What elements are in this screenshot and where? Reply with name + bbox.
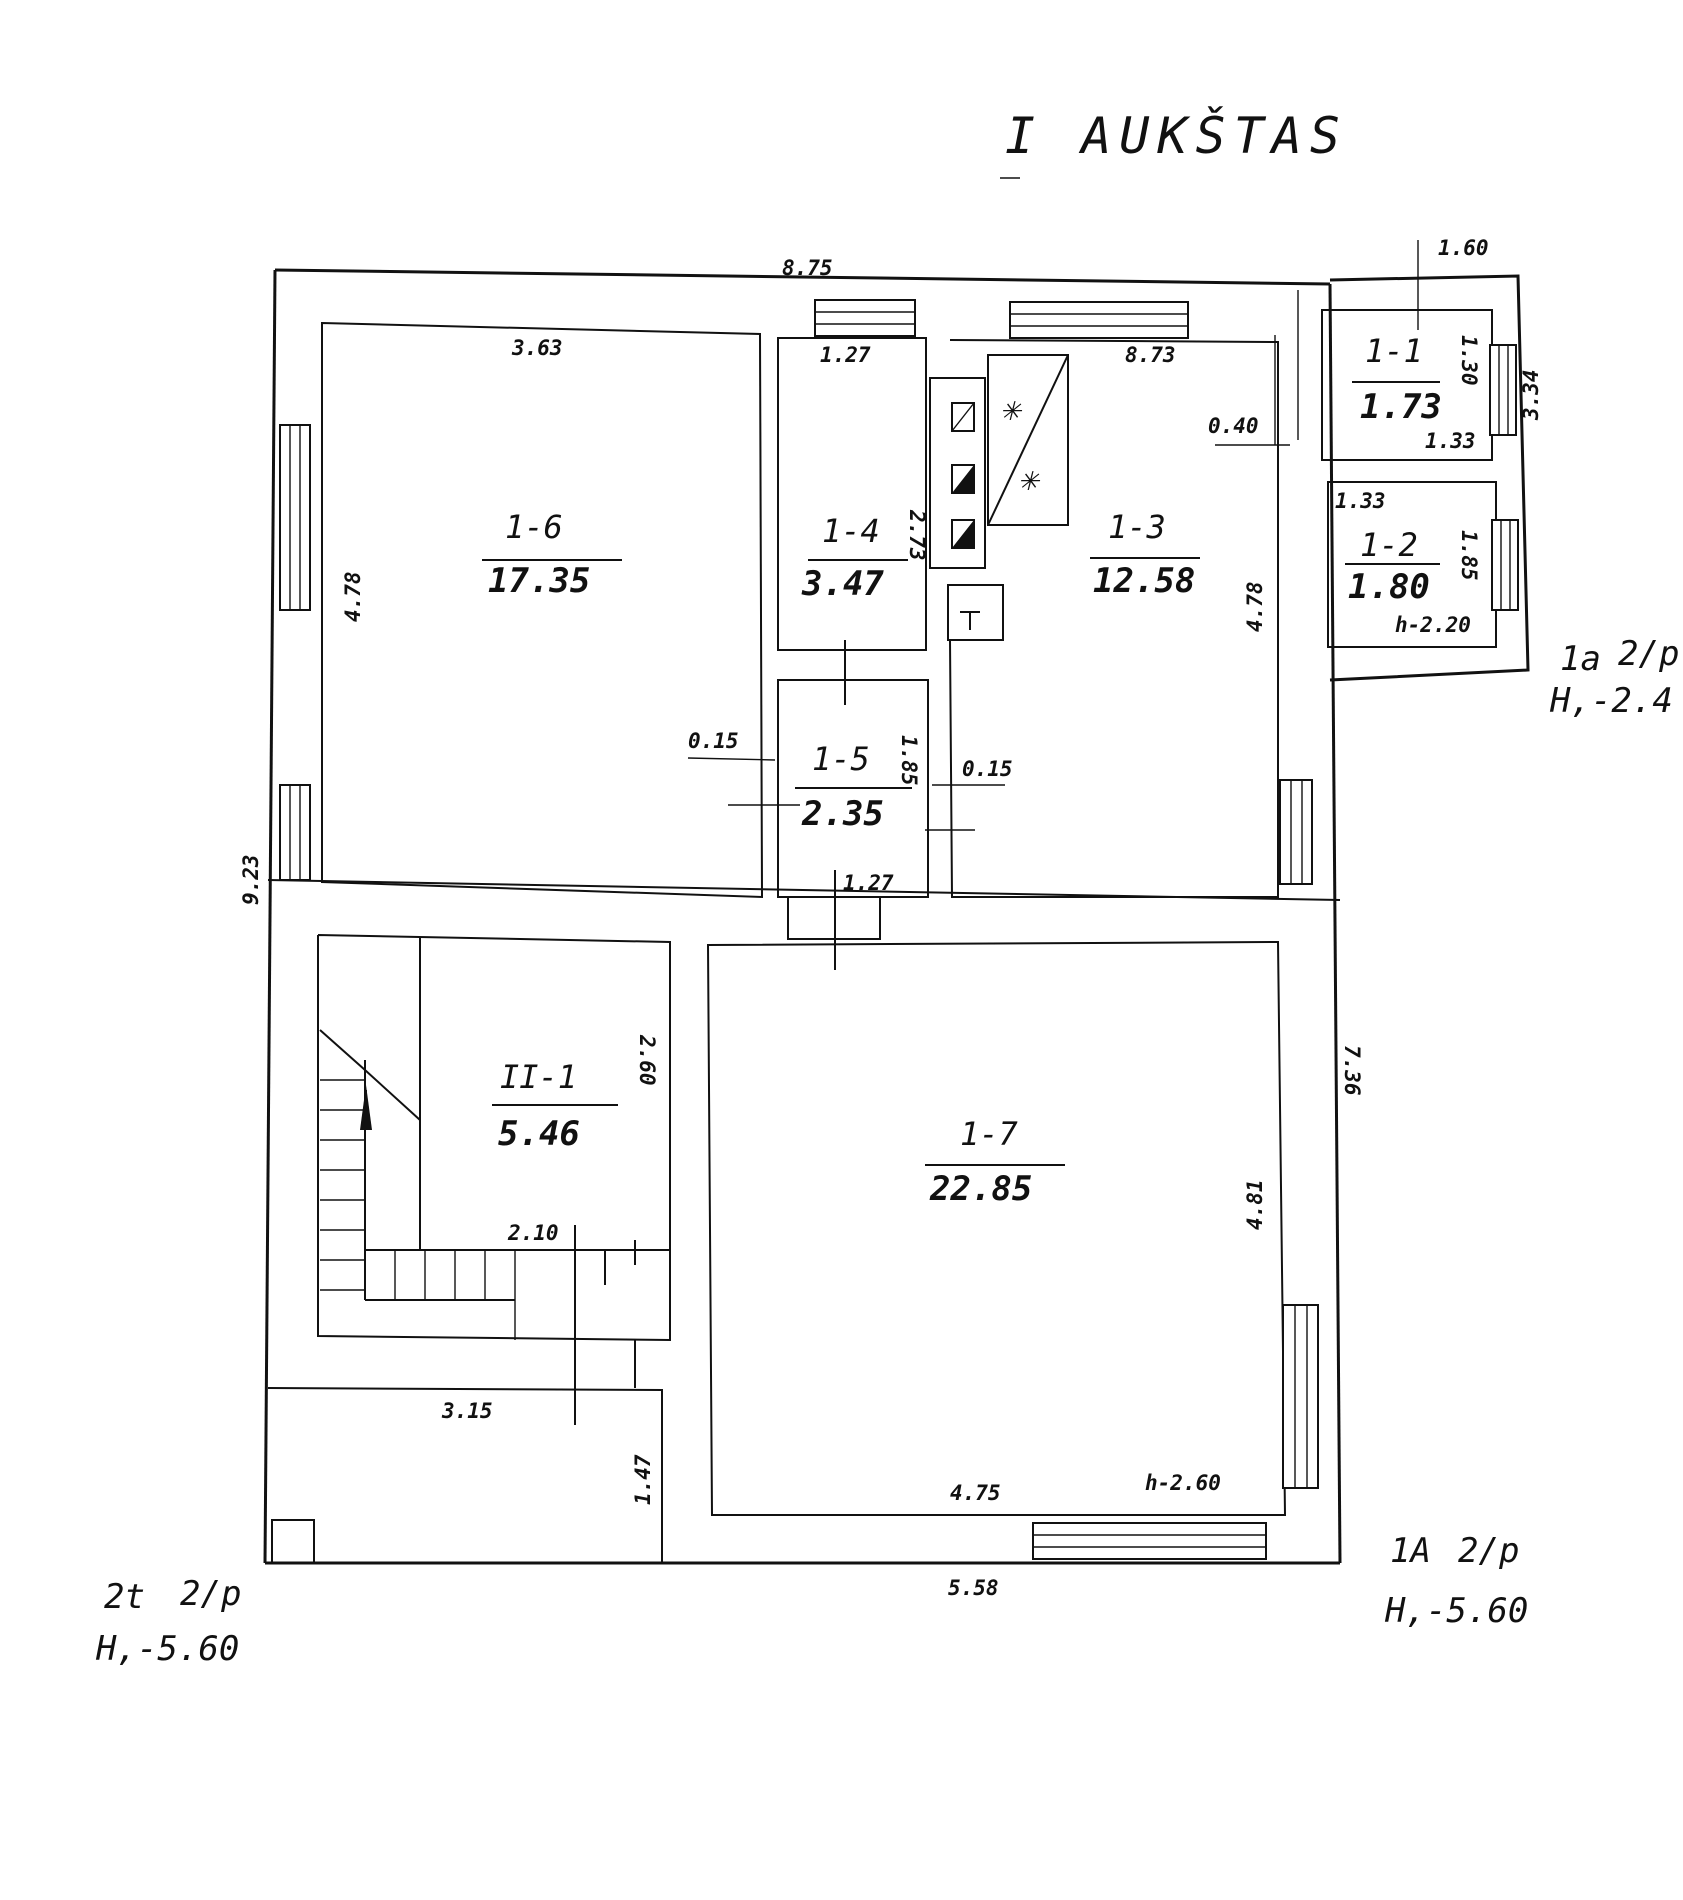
room-id: 1-3 bbox=[1108, 508, 1166, 546]
middle-wall-line bbox=[267, 879, 1341, 901]
staircase bbox=[319, 1029, 670, 1425]
dim-wall-left: 0.15 bbox=[688, 729, 739, 753]
room-area: 3.47 bbox=[801, 564, 884, 604]
stair-fraction: 2/p bbox=[180, 1574, 241, 1614]
svg-text:✳: ✳ bbox=[1018, 459, 1041, 499]
dim-height: 2.73 bbox=[905, 509, 929, 561]
dim-height: 2.60 bbox=[635, 1034, 659, 1086]
room-id: 1-1 bbox=[1365, 332, 1423, 370]
dim-width: 4.75 bbox=[950, 1481, 1001, 1505]
room-1-4: 1-4 3.47 1.27 2.73 bbox=[777, 337, 929, 651]
annex-height: H,-2.4 bbox=[1549, 681, 1673, 721]
dim-bottom: 1.33 bbox=[1425, 429, 1476, 453]
dim-bottom-overall: 5.58 bbox=[948, 1576, 999, 1600]
room-ii-1: II-1 5.46 2.60 2.10 bbox=[317, 934, 671, 1342]
window-annex-1-1 bbox=[1489, 344, 1517, 436]
annex-code: 1a bbox=[1560, 639, 1601, 679]
room-area: 22.85 bbox=[929, 1169, 1032, 1209]
window-top-2 bbox=[1009, 301, 1189, 339]
outer-walls bbox=[263, 268, 1530, 1565]
main-height: H,-5.60 bbox=[1384, 1591, 1528, 1631]
entry-vestibule: 3.15 1.47 bbox=[267, 1340, 663, 1564]
room-area: 1.73 bbox=[1360, 387, 1442, 427]
plan-title: I AUKŠTAS bbox=[1005, 106, 1348, 165]
dim-height: 4.78 bbox=[1243, 581, 1267, 632]
annex-label: 1a 2/p H,-2.4 bbox=[1549, 634, 1679, 721]
dim-offset: 0.40 bbox=[1208, 414, 1259, 438]
room-id: II-1 bbox=[500, 1058, 577, 1096]
dim-width: 1.33 bbox=[1335, 489, 1386, 513]
dim-entry-height: 1.47 bbox=[631, 1454, 655, 1505]
dim-width: 8.73 bbox=[1125, 343, 1176, 367]
dim-height: 4.81 bbox=[1243, 1179, 1267, 1230]
dim-width: 1.27 bbox=[820, 343, 871, 367]
window-left-lower bbox=[279, 784, 311, 881]
stair-building-label: 2t 2/p H,-5.60 bbox=[95, 1574, 241, 1669]
dim-height: 1.30 bbox=[1457, 335, 1481, 386]
room-1-1: 1-1 1.73 1.60 1.30 0.40 1.33 bbox=[1208, 236, 1493, 461]
dim-height: 4.78 bbox=[341, 571, 365, 622]
main-code: 1A bbox=[1390, 1531, 1431, 1571]
room-id: 1-2 bbox=[1360, 526, 1418, 564]
dim-wall-right: 0.15 bbox=[962, 757, 1013, 781]
dim-right-overall: 7.36 bbox=[1340, 1045, 1364, 1096]
dim-h: h-2.60 bbox=[1145, 1471, 1221, 1495]
room-id: 1-5 bbox=[812, 740, 870, 778]
room-1-5: 1-5 2.35 1.85 1.27 0.15 0.15 bbox=[687, 640, 1013, 970]
room-area: 5.46 bbox=[498, 1114, 580, 1154]
room-1-7: 1-7 22.85 4.81 4.75 h-2.60 bbox=[706, 940, 1287, 1516]
svg-text:✳: ✳ bbox=[1000, 389, 1023, 429]
annex-fraction: 2/p bbox=[1618, 634, 1679, 674]
window-right-1-3 bbox=[1279, 779, 1313, 885]
main-fraction: 2/p bbox=[1458, 1531, 1519, 1571]
window-right-1-7 bbox=[1282, 1304, 1319, 1489]
window-annex-1-2 bbox=[1491, 519, 1519, 611]
dim-height: 1.85 bbox=[897, 735, 921, 786]
room-area: 12.58 bbox=[1093, 561, 1195, 601]
main-building-label: 1A 2/p H,-5.60 bbox=[1384, 1531, 1528, 1631]
room-area: 1.80 bbox=[1348, 567, 1430, 607]
stair-height: H,-5.60 bbox=[95, 1629, 239, 1669]
room-area: 17.35 bbox=[488, 561, 590, 601]
window-top-1 bbox=[814, 299, 916, 337]
room-1-3: 1-3 12.58 8.73 4.78 bbox=[949, 339, 1279, 898]
dim-h: h-2.20 bbox=[1395, 613, 1471, 637]
dim-width: 2.10 bbox=[507, 1221, 559, 1245]
dim-width: 1.60 bbox=[1438, 236, 1489, 260]
window-bottom-1-7 bbox=[1032, 1522, 1267, 1560]
dim-top-overall: 8.75 bbox=[782, 256, 833, 280]
dim-width: 3.63 bbox=[511, 336, 563, 360]
room-area: 2.35 bbox=[801, 794, 884, 834]
room-1-6: 1-6 17.35 3.63 4.78 bbox=[321, 321, 764, 899]
door-1-5-to-1-7 bbox=[787, 896, 881, 940]
room-1-2: 1-2 1.80 1.33 1.85 h-2.20 bbox=[1327, 481, 1497, 648]
room-id: 1-4 bbox=[822, 512, 880, 550]
room-id: 1-7 bbox=[960, 1115, 1018, 1153]
stove: ✳ ✳ bbox=[929, 354, 1069, 641]
dim-entry-width: 3.15 bbox=[441, 1399, 493, 1423]
stair-code: 2t bbox=[104, 1577, 145, 1617]
dim-left-overall: 9.23 bbox=[239, 854, 263, 905]
window-left-upper bbox=[279, 424, 311, 611]
dim-height: 1.85 bbox=[1457, 530, 1481, 581]
dim-annex-height: 3.34 bbox=[1519, 369, 1543, 421]
room-id: 1-6 bbox=[505, 508, 563, 546]
